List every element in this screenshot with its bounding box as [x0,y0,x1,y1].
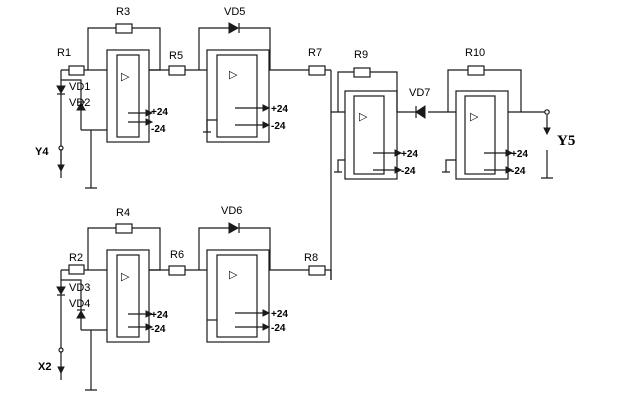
resistor-r7 [308,65,326,76]
resistor-r5 [168,65,186,76]
terminal-y5 [544,109,550,115]
resistor-r9 [353,67,371,78]
label-r9: R9 [354,49,368,61]
opamp-6-neg-supply: -24 [271,323,286,334]
label-vd4: VD4 [69,298,90,310]
opamp-5-neg-supply: -24 [151,324,166,335]
svg-text:▷: ▷ [229,69,238,81]
opamp-4-pos-supply: +24 [511,149,528,160]
resistor-r2 [68,264,85,275]
label-vd1: VD1 [69,81,90,93]
label-r6: R6 [170,249,184,261]
label-vd2: VD2 [69,97,90,109]
opamp-6: ▷ +24 -24 [206,249,288,343]
opamp-2-neg-supply: -24 [271,121,286,132]
label-r7: R7 [308,47,322,59]
resistor-r10 [467,65,485,76]
label-r8: R8 [304,252,318,264]
diode-vd7 [415,105,426,119]
opamp-4-neg-supply: -24 [511,166,526,177]
opamp-5-pos-supply: +24 [151,310,168,321]
opamp-6-pos-supply: +24 [271,309,288,320]
opamp-2-pos-supply: +24 [271,104,288,115]
diode-vd6 [228,222,240,234]
svg-text:▷: ▷ [359,111,368,123]
svg-text:▷: ▷ [470,111,479,123]
svg-text:▷: ▷ [121,271,130,283]
opamp-1-neg-supply: -24 [151,124,166,135]
terminal-y4 [58,145,64,151]
label-x2: X2 [38,361,51,373]
diode-vd3 [56,286,66,296]
opamp-1-symbol: ▷ [121,71,130,83]
resistor-r4 [115,223,133,234]
resistor-r3 [115,23,133,34]
label-r10: R10 [465,47,485,59]
label-r1: R1 [57,47,71,59]
diode-vd5 [228,22,240,34]
opamp-2: ▷ +24 -24 [203,49,288,143]
opamp-3-pos-supply: +24 [401,149,418,160]
resistor-r1 [68,65,85,76]
label-r4: R4 [116,207,130,219]
diode-vd2 [76,101,86,111]
opamp-1: ▷ +24 -24 [106,49,168,143]
label-vd6: VD6 [221,205,242,217]
opamp-3: ▷ +24 -24 [334,90,418,180]
svg-text:▷: ▷ [229,269,238,281]
terminal-x2 [58,347,64,353]
opamp-5: ▷ +24 -24 [106,249,168,343]
resistor-r6 [168,265,186,276]
resistor-r8 [308,265,326,276]
opamp-3-neg-supply: -24 [401,166,416,177]
opamp-4: ▷ +24 -24 [442,90,528,180]
label-r2: R2 [69,252,83,264]
label-y4: Y4 [35,146,49,158]
label-vd3: VD3 [69,282,90,294]
label-r5: R5 [169,50,183,62]
label-r3: R3 [116,6,130,18]
label-vd7: VD7 [409,87,430,99]
diode-vd4 [76,309,86,319]
label-y5: Y5 [557,133,575,149]
label-vd5: VD5 [224,6,245,18]
diode-vd1 [56,85,66,95]
opamp-1-pos-supply: +24 [151,107,168,118]
